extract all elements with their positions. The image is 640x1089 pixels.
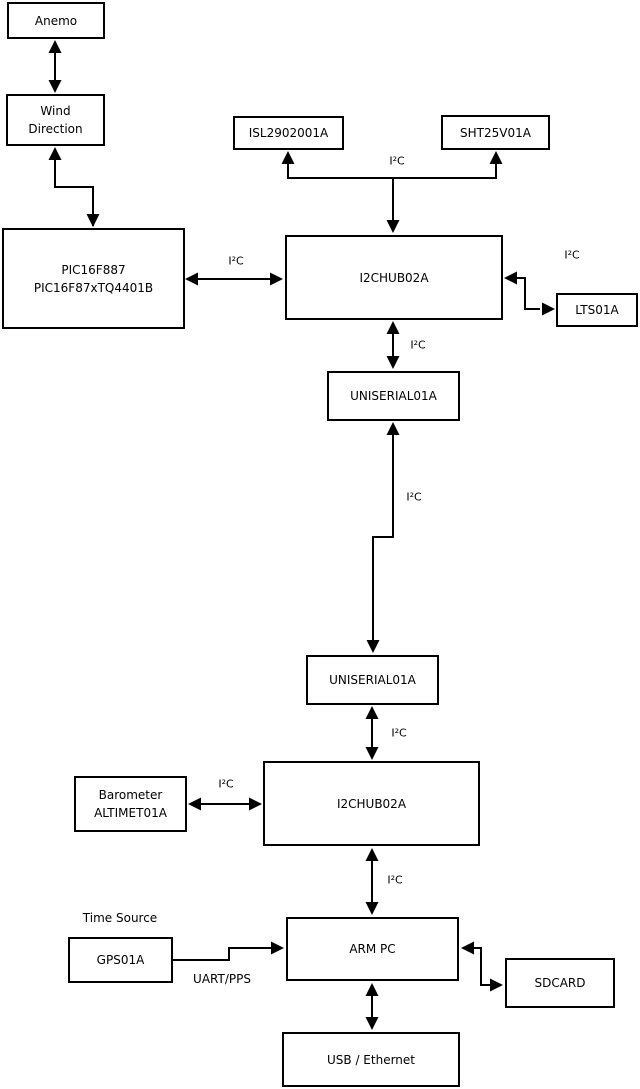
node-sdcard-label: SDCARD bbox=[534, 976, 586, 990]
node-barometer: Barometer ALTIMET01A bbox=[74, 776, 187, 832]
node-barometer-line2: ALTIMET01A bbox=[94, 806, 167, 820]
node-sdcard: SDCARD bbox=[505, 958, 615, 1008]
node-barometer-line1: Barometer bbox=[98, 788, 163, 802]
node-uniserial-top: UNISERIAL01A bbox=[327, 371, 460, 421]
node-i2chub-top: I2CHUB02A bbox=[285, 235, 503, 320]
node-uniserial-top-label: UNISERIAL01A bbox=[350, 389, 437, 403]
node-sht-label: SHT25V01A bbox=[460, 125, 531, 140]
edge-label-i2c-hub-armpc: I²C bbox=[387, 873, 403, 887]
label-time-source: Time Source bbox=[82, 911, 158, 925]
node-usb-ethernet-label: USB / Ethernet bbox=[327, 1052, 415, 1067]
node-pic-line1: PIC16F887 bbox=[61, 262, 126, 277]
edge-uniserial-i2chub-bottom bbox=[365, 706, 379, 760]
node-uniserial-bottom: UNISERIAL01A bbox=[306, 655, 439, 705]
edge-pic-i2chub-top bbox=[185, 272, 283, 286]
edge-armpc-usb bbox=[365, 983, 379, 1030]
node-sht: SHT25V01A bbox=[441, 115, 550, 150]
node-i2chub-bottom: I2CHUB02A bbox=[263, 761, 480, 846]
edge-armpc-sdcard bbox=[461, 941, 503, 992]
node-arm-pc-label: ARM PC bbox=[349, 942, 396, 956]
edge-uniserial-uniserial bbox=[366, 422, 400, 653]
node-wind-direction-line2: Direction bbox=[28, 122, 83, 136]
edge-i2chub-sensors bbox=[281, 151, 503, 233]
node-i2chub-bottom-label: I2CHUB02A bbox=[336, 796, 407, 811]
node-pic-line2: PIC16F87xTQ4401B bbox=[33, 280, 154, 295]
node-uniserial-bottom-label: UNISERIAL01A bbox=[329, 673, 416, 687]
edge-barometer-i2chub bbox=[188, 797, 262, 811]
node-usb-ethernet: USB / Ethernet bbox=[282, 1032, 460, 1087]
node-anemo-label: Anemo bbox=[34, 13, 78, 28]
edge-label-i2c-uniserial-hub: I²C bbox=[391, 726, 407, 740]
node-gps-label: GPS01A bbox=[96, 953, 145, 967]
node-i2chub-top-label: I2CHUB02A bbox=[359, 270, 429, 285]
edge-i2chub-lts bbox=[504, 271, 555, 316]
edge-label-i2c-lts: I²C bbox=[564, 248, 580, 262]
node-wind-direction: Wind Direction bbox=[6, 94, 105, 146]
edge-winddirection-pic bbox=[48, 147, 100, 227]
edge-label-i2c-long-run: I²C bbox=[406, 490, 422, 504]
edge-anemo-winddirection bbox=[48, 40, 62, 93]
node-arm-pc: ARM PC bbox=[286, 917, 459, 981]
edge-i2chub-uniserial-top bbox=[386, 321, 400, 369]
edge-label-uart-pps: UART/PPS bbox=[193, 972, 251, 986]
node-lts-label: LTS01A bbox=[575, 303, 619, 317]
node-anemo: Anemo bbox=[7, 2, 105, 39]
node-isl: ISL2902001A bbox=[233, 116, 344, 150]
edge-label-i2c-hub-uniserial: I²C bbox=[410, 338, 426, 352]
node-wind-direction-line1: Wind bbox=[40, 104, 71, 118]
node-isl-label: ISL2902001A bbox=[248, 126, 329, 140]
edge-i2chub-armpc bbox=[365, 848, 379, 915]
edge-label-i2c-sensors: I²C bbox=[389, 154, 405, 168]
edge-label-i2c-pic: I²C bbox=[228, 254, 244, 268]
edge-gps-armpc bbox=[173, 941, 284, 961]
node-pic: PIC16F887 PIC16F87xTQ4401B bbox=[2, 228, 185, 329]
edge-label-i2c-barometer: I²C bbox=[218, 777, 234, 791]
node-lts: LTS01A bbox=[556, 293, 638, 327]
node-gps: GPS01A bbox=[68, 937, 173, 983]
